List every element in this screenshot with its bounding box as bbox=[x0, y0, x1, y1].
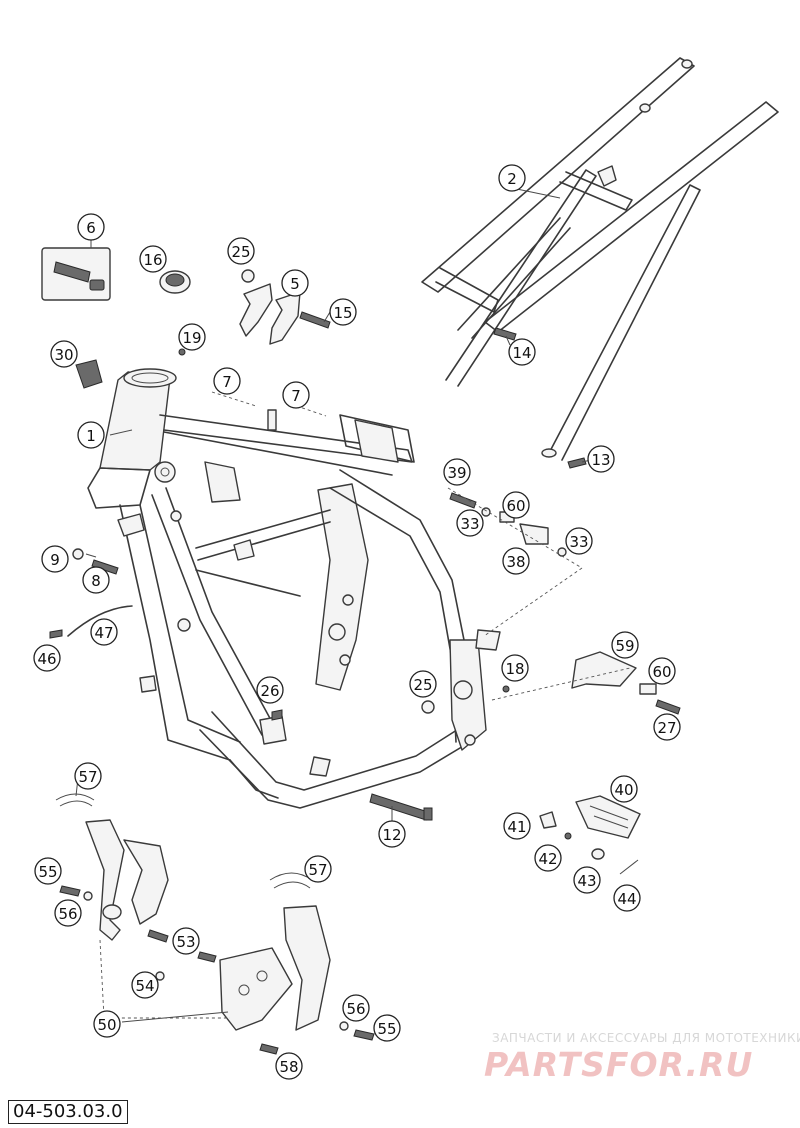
hardware-parts bbox=[41, 247, 681, 1055]
callout-25b[interactable]: 25 bbox=[409, 670, 437, 698]
callout-1[interactable]: 1 bbox=[77, 421, 105, 449]
callout-42[interactable]: 42 bbox=[534, 844, 562, 872]
callout-59[interactable]: 59 bbox=[611, 631, 639, 659]
svg-text:19: 19 bbox=[182, 329, 201, 347]
svg-text:58: 58 bbox=[279, 1058, 298, 1076]
svg-text:47: 47 bbox=[94, 624, 113, 642]
svg-text:25: 25 bbox=[231, 243, 250, 261]
svg-text:33: 33 bbox=[460, 515, 479, 533]
callout-5[interactable]: 5 bbox=[281, 269, 309, 297]
main-frame-drawing bbox=[87, 368, 501, 809]
callout-43[interactable]: 43 bbox=[573, 866, 601, 894]
callout-44[interactable]: 44 bbox=[613, 884, 641, 912]
callout-54[interactable]: 54 bbox=[131, 971, 159, 999]
svg-text:55: 55 bbox=[377, 1020, 396, 1038]
svg-text:5: 5 bbox=[290, 275, 300, 293]
svg-text:6: 6 bbox=[86, 219, 96, 237]
callout-27[interactable]: 27 bbox=[653, 713, 681, 741]
diagram-code: 04-503.03.0 bbox=[8, 1100, 128, 1124]
svg-text:30: 30 bbox=[54, 346, 73, 364]
callout-58[interactable]: 58 bbox=[275, 1052, 303, 1080]
callout-25a[interactable]: 25 bbox=[227, 237, 255, 265]
subframe-drawing bbox=[421, 57, 779, 461]
svg-text:54: 54 bbox=[135, 977, 154, 995]
callout-33b[interactable]: 33 bbox=[565, 527, 593, 555]
svg-text:27: 27 bbox=[657, 719, 676, 737]
svg-text:50: 50 bbox=[97, 1016, 116, 1034]
svg-text:56: 56 bbox=[346, 1000, 365, 1018]
svg-text:13: 13 bbox=[591, 451, 610, 469]
callout-57a[interactable]: 57 bbox=[74, 762, 102, 790]
svg-text:18: 18 bbox=[505, 660, 524, 678]
callout-57b[interactable]: 57 bbox=[304, 855, 332, 883]
callout-60b[interactable]: 60 bbox=[648, 657, 676, 685]
callout-56b[interactable]: 56 bbox=[342, 994, 370, 1022]
svg-text:15: 15 bbox=[333, 304, 352, 322]
callout-41[interactable]: 41 bbox=[503, 812, 531, 840]
callout-6[interactable]: 6 bbox=[77, 213, 105, 241]
svg-text:42: 42 bbox=[538, 850, 557, 868]
svg-text:60: 60 bbox=[652, 663, 671, 681]
callout-9[interactable]: 9 bbox=[41, 545, 69, 573]
callout-7b[interactable]: 7 bbox=[282, 381, 310, 409]
svg-text:9: 9 bbox=[50, 551, 60, 569]
callout-19[interactable]: 19 bbox=[178, 323, 206, 351]
callout-39[interactable]: 39 bbox=[443, 458, 471, 486]
svg-text:7: 7 bbox=[291, 387, 301, 405]
svg-text:43: 43 bbox=[577, 872, 596, 890]
svg-text:59: 59 bbox=[615, 637, 634, 655]
callout-40[interactable]: 40 bbox=[610, 775, 638, 803]
svg-text:40: 40 bbox=[614, 781, 633, 799]
svg-text:60: 60 bbox=[506, 497, 525, 515]
svg-text:26: 26 bbox=[260, 682, 279, 700]
svg-text:33: 33 bbox=[569, 533, 588, 551]
watermark-caption: ЗАПЧАСТИ И АКСЕССУАРЫ ДЛЯ МОТОТЕХНИКИ bbox=[492, 1031, 800, 1045]
svg-text:12: 12 bbox=[382, 826, 401, 844]
callout-18[interactable]: 18 bbox=[501, 654, 529, 682]
callout-30[interactable]: 30 bbox=[50, 340, 78, 368]
svg-text:57: 57 bbox=[308, 861, 327, 879]
svg-text:14: 14 bbox=[512, 344, 531, 362]
callout-2[interactable]: 2 bbox=[498, 164, 526, 192]
svg-text:7: 7 bbox=[222, 373, 232, 391]
svg-text:55: 55 bbox=[38, 863, 57, 881]
callout-14[interactable]: 14 bbox=[508, 338, 536, 366]
svg-text:44: 44 bbox=[617, 890, 636, 908]
callout-8[interactable]: 8 bbox=[82, 566, 110, 594]
callout-46[interactable]: 46 bbox=[33, 644, 61, 672]
svg-text:1: 1 bbox=[86, 427, 96, 445]
callout-55b[interactable]: 55 bbox=[373, 1014, 401, 1042]
callout-7a[interactable]: 7 bbox=[213, 367, 241, 395]
svg-text:57: 57 bbox=[78, 768, 97, 786]
callout-50[interactable]: 50 bbox=[93, 1010, 121, 1038]
callout-47[interactable]: 47 bbox=[90, 618, 118, 646]
svg-text:8: 8 bbox=[91, 572, 101, 590]
svg-text:2: 2 bbox=[507, 170, 517, 188]
callout-56a[interactable]: 56 bbox=[54, 899, 82, 927]
callout-53[interactable]: 53 bbox=[172, 927, 200, 955]
svg-text:53: 53 bbox=[176, 933, 195, 951]
svg-text:25: 25 bbox=[413, 676, 432, 694]
callout-16[interactable]: 16 bbox=[139, 245, 167, 273]
callout-12[interactable]: 12 bbox=[378, 820, 406, 848]
callout-26[interactable]: 26 bbox=[256, 676, 284, 704]
callout-15[interactable]: 15 bbox=[329, 298, 357, 326]
watermark-logo: PARTSFOR.RU bbox=[484, 1045, 754, 1084]
callout-38[interactable]: 38 bbox=[502, 547, 530, 575]
svg-text:56: 56 bbox=[58, 905, 77, 923]
callout-13[interactable]: 13 bbox=[587, 445, 615, 473]
svg-text:46: 46 bbox=[37, 650, 56, 668]
callout-60a[interactable]: 60 bbox=[502, 491, 530, 519]
leader-lines bbox=[75, 187, 601, 1025]
svg-text:41: 41 bbox=[507, 818, 526, 836]
callout-33a[interactable]: 33 bbox=[456, 509, 484, 537]
callout-55a[interactable]: 55 bbox=[34, 857, 62, 885]
svg-text:16: 16 bbox=[143, 251, 162, 269]
svg-text:38: 38 bbox=[506, 553, 525, 571]
svg-text:39: 39 bbox=[447, 464, 466, 482]
